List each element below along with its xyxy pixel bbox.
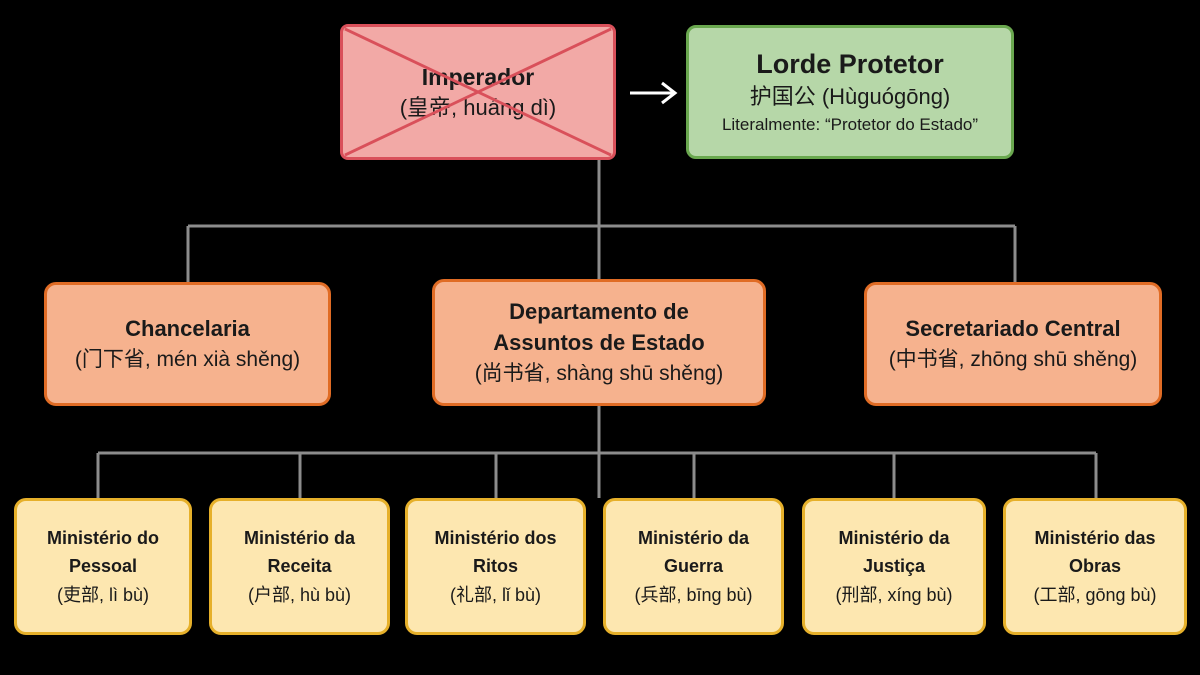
abolished-cross-icon xyxy=(344,27,612,157)
emperor-box: Imperador (皇帝, huáng dì) xyxy=(340,24,616,160)
ministry-title-line2: Justiça xyxy=(862,555,926,576)
protector-subtitle: 护国公 (Hùguógōng) xyxy=(749,84,951,109)
chancelaria-subtitle: (门下省, mén xià shěng) xyxy=(74,348,301,371)
department-title-line1: Departamento de xyxy=(509,299,689,324)
emperor-title: Imperador xyxy=(421,64,535,90)
ministry-subtitle: (刑部, xíng bù) xyxy=(835,584,953,605)
ministry-title-line2: Pessoal xyxy=(68,555,138,576)
chancelaria-box: Chancelaria (门下省, mén xià shěng) xyxy=(44,282,331,406)
secretariado-subtitle: (中书省, zhōng shū shěng) xyxy=(888,348,1138,371)
ministry-title-line2: Obras xyxy=(1068,555,1122,576)
ministry-title-line1: Ministério dos xyxy=(434,527,557,548)
ministry-title-line1: Ministério da xyxy=(838,527,950,548)
ministry-revenue-box: Ministério da Receita (户部, hù bù) xyxy=(209,498,390,635)
ministry-title-line1: Ministério do xyxy=(47,527,159,548)
ministry-title-line2: Receita xyxy=(267,555,332,576)
ministry-subtitle: (兵部, bīng bù) xyxy=(634,584,753,605)
ministry-title-line1: Ministério das xyxy=(1034,527,1156,548)
ministry-personnel-box: Ministério do Pessoal (吏部, lì bù) xyxy=(14,498,192,635)
department-title-line2: Assuntos de Estado xyxy=(493,330,705,355)
ministry-subtitle: (礼部, lǐ bù) xyxy=(449,584,541,605)
ministry-rites-box: Ministério dos Ritos (礼部, lǐ bù) xyxy=(405,498,586,635)
ministry-war-box: Ministério da Guerra (兵部, bīng bù) xyxy=(603,498,784,635)
right-arrow-icon xyxy=(630,81,678,105)
ministry-title-line2: Ritos xyxy=(473,555,518,576)
ministry-works-box: Ministério das Obras (工部, gōng bù) xyxy=(1003,498,1187,635)
ministry-subtitle: (户部, hù bù) xyxy=(247,584,352,605)
ministry-justice-box: Ministério da Justiça (刑部, xíng bù) xyxy=(802,498,986,635)
ministry-title-line2: Guerra xyxy=(663,555,724,576)
secretariado-title: Secretariado Central xyxy=(905,316,1121,341)
lord-protector-box: Lorde Protetor 护国公 (Hùguógōng) Literalme… xyxy=(686,25,1014,159)
department-subtitle: (尚书省, shàng shū shěng) xyxy=(474,362,724,385)
chancelaria-title: Chancelaria xyxy=(125,316,250,341)
protector-note: Literalmente: “Protetor do Estado” xyxy=(721,115,979,134)
ministry-title-line1: Ministério da xyxy=(637,527,749,548)
secretariado-central-box: Secretariado Central (中书省, zhōng shū shě… xyxy=(864,282,1162,406)
state-affairs-department-box: Departamento de Assuntos de Estado (尚书省,… xyxy=(432,279,766,406)
protector-title: Lorde Protetor xyxy=(756,49,944,79)
ministry-subtitle: (工部, gōng bù) xyxy=(1033,584,1157,605)
ministry-title-line1: Ministério da xyxy=(243,527,355,548)
ministry-subtitle: (吏部, lì bù) xyxy=(56,584,149,605)
